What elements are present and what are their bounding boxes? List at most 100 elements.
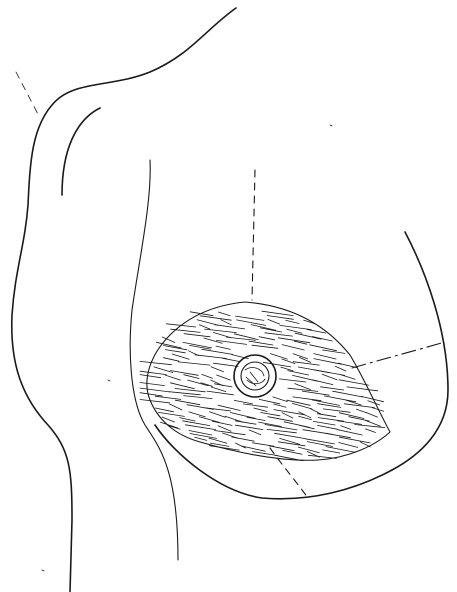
hatch-stroke	[189, 412, 205, 417]
hatch-stroke	[287, 400, 311, 405]
hatch-stroke	[235, 421, 256, 424]
hatch-stroke	[323, 409, 350, 412]
hatch-stroke	[278, 338, 310, 343]
hatch-stroke	[323, 350, 345, 353]
hatch-stroke	[274, 404, 287, 407]
hatch-stroke	[259, 337, 275, 340]
hatch-stroke	[268, 417, 293, 422]
hatch-stroke	[365, 420, 380, 426]
hatch-stroke	[185, 425, 215, 430]
hatch-stroke	[140, 371, 166, 374]
hatch-stroke	[218, 312, 230, 316]
hatch-stroke	[175, 389, 205, 392]
hatch-stroke	[164, 358, 180, 362]
hatch-stroke	[172, 354, 189, 359]
hatch-stroke	[326, 433, 351, 437]
hatch-stroke	[190, 312, 213, 316]
hatch-stroke	[207, 391, 234, 395]
hatch-stroke	[318, 425, 338, 429]
hatch-stroke	[263, 362, 291, 367]
hatch-stroke	[317, 414, 336, 417]
hatch-stroke	[215, 325, 245, 329]
hatch-stroke	[199, 325, 210, 329]
hatch-stroke	[195, 437, 207, 440]
hatch-stroke	[300, 425, 315, 428]
hatch-stroke	[170, 383, 194, 389]
hatch-stroke	[293, 362, 319, 365]
hatch-stroke	[158, 412, 184, 416]
hatch-stroke	[205, 329, 237, 333]
hatch-stroke	[215, 384, 233, 387]
hatch-stroke	[338, 421, 362, 425]
hatch-stroke	[178, 362, 210, 365]
hatch-stroke	[283, 450, 302, 454]
hatch-stroke	[341, 375, 355, 380]
hatch-stroke	[314, 421, 336, 425]
hatch-stroke	[268, 319, 280, 324]
hatch-stroke	[292, 403, 311, 409]
hatch-stroke	[155, 396, 181, 399]
torso-fold-line	[130, 160, 178, 560]
hatch-stroke	[259, 399, 280, 403]
vertical-dashed-line	[252, 170, 255, 300]
hatch-stroke	[140, 383, 165, 386]
hatch-stroke	[234, 400, 252, 404]
hatch-stroke	[347, 387, 378, 391]
hatch-stroke	[210, 412, 226, 418]
hatch-stroke	[165, 350, 185, 353]
hatch-stroke	[169, 392, 201, 395]
hatch-stroke	[366, 429, 376, 433]
hatch-stroke	[164, 346, 188, 350]
hatch-stroke	[269, 446, 294, 451]
stray-mark	[42, 570, 44, 571]
hatch-stroke	[184, 334, 210, 337]
hatch-stroke	[286, 320, 299, 323]
hatch-stroke	[282, 345, 304, 350]
hatch-stroke	[211, 387, 226, 392]
hatch-stroke	[260, 328, 281, 332]
hatch-stroke	[265, 425, 297, 430]
hatch-stroke	[249, 341, 273, 345]
hatch-stroke	[302, 391, 329, 395]
hatch-stroke	[305, 439, 334, 444]
hatch-stroke	[339, 443, 358, 448]
hatch-stroke	[262, 311, 293, 315]
stray-mark	[330, 125, 332, 126]
hatch-stroke	[184, 396, 213, 399]
hatch-stroke	[312, 380, 333, 385]
hatch-stroke	[312, 337, 332, 342]
hatch-stroke	[366, 413, 377, 418]
hatch-stroke	[243, 404, 267, 407]
hatch-stroke	[339, 437, 370, 443]
hatch-stroke	[200, 316, 231, 320]
hatch-stroke	[251, 325, 276, 331]
hatch-stroke	[190, 434, 217, 439]
hatch-stroke	[341, 426, 351, 430]
hatch-stroke	[214, 363, 239, 366]
hatch-stroke	[312, 400, 339, 405]
hatch-stroke	[195, 355, 226, 359]
hatch-stroke	[236, 443, 246, 448]
hatch-stroke	[368, 401, 380, 405]
hatch-stroke	[281, 367, 293, 371]
hatch-stroke	[212, 421, 232, 425]
hatch-stroke	[318, 418, 343, 422]
hatch-stroke	[199, 417, 219, 423]
hatch-stroke	[333, 391, 363, 397]
hatch-stroke	[288, 371, 309, 375]
hatch-stroke	[140, 375, 161, 378]
hatch-stroke	[293, 397, 321, 401]
hatch-stroke	[270, 354, 287, 360]
hatch-stroke	[323, 450, 340, 453]
hatch-stroke	[140, 388, 169, 392]
hatch-stroke	[308, 455, 336, 458]
hatch-stroke	[169, 404, 182, 410]
hatch-stroke	[253, 443, 274, 446]
lower-breast-contour	[155, 425, 392, 499]
hatch-stroke	[282, 359, 295, 364]
hatch-stroke	[275, 433, 306, 438]
hatch-stroke	[217, 375, 231, 380]
hatch-stroke	[273, 397, 288, 402]
hatch-stroke	[188, 380, 209, 386]
areola-inner	[241, 362, 269, 390]
